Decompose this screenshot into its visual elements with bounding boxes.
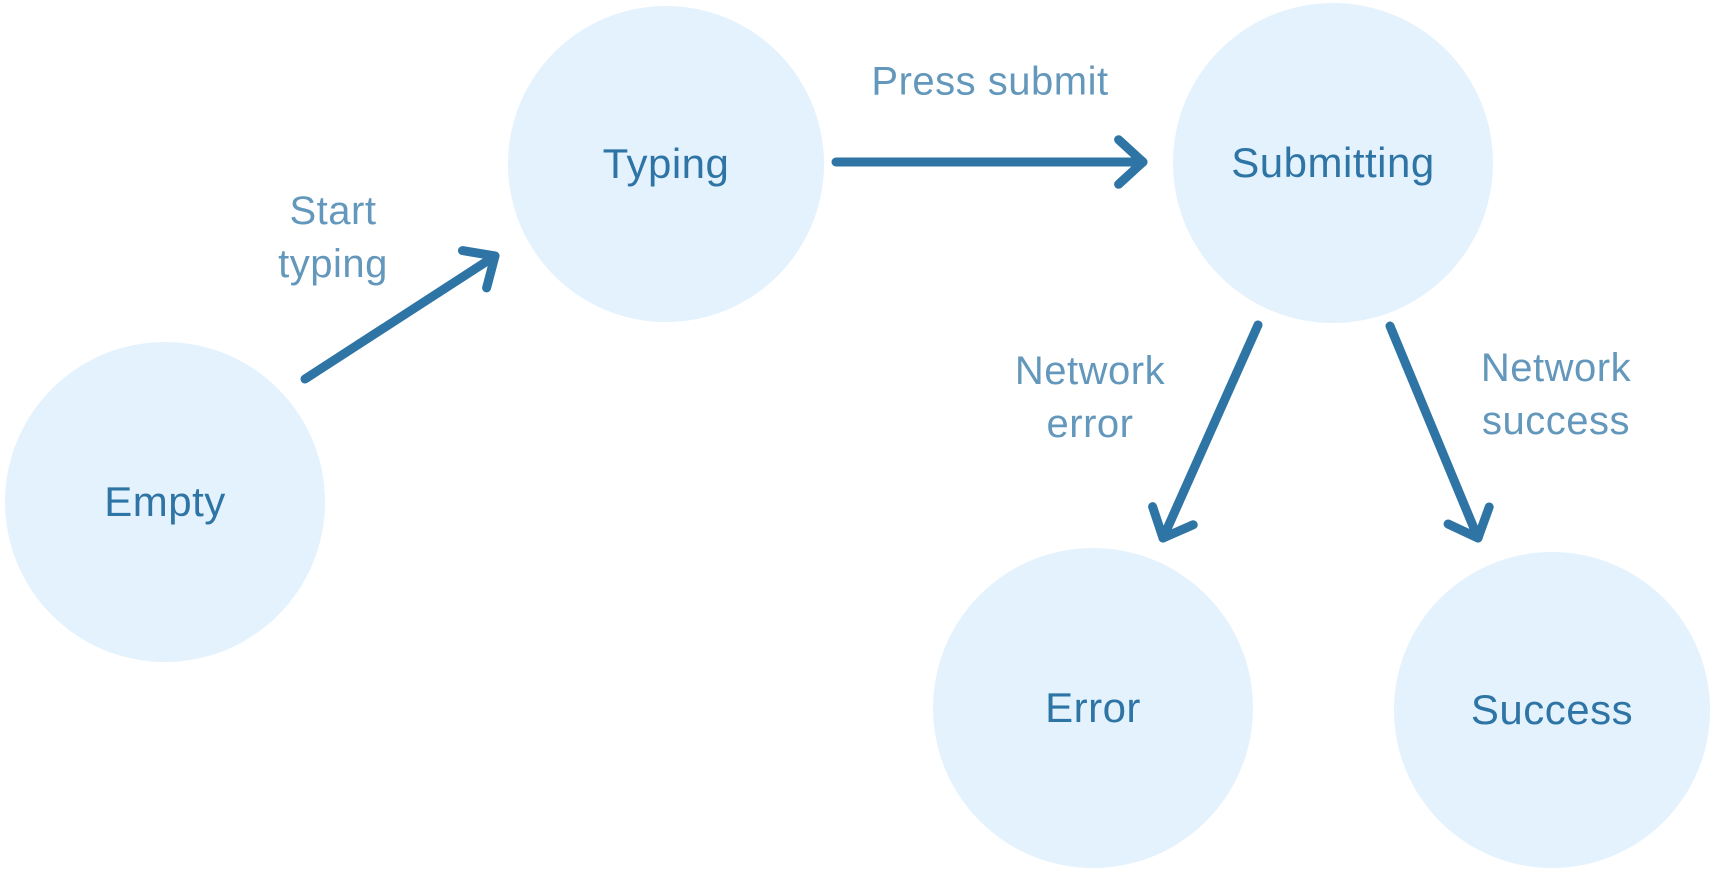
edge-label-line: Network xyxy=(1014,349,1166,393)
edge-arrow-network-success xyxy=(1385,321,1494,543)
state-node-typing: Typing xyxy=(508,6,824,322)
state-node-empty: Empty xyxy=(5,342,325,662)
edge-label-press-submit: Press submit xyxy=(871,56,1108,109)
edge-label-network-error: Network error xyxy=(1015,345,1165,451)
edge-label-network-success: Network success xyxy=(1481,342,1631,448)
state-node-success-label: Success xyxy=(1470,686,1634,733)
edge-label-line: Press submit xyxy=(871,59,1109,104)
state-node-success: Success xyxy=(1394,552,1710,868)
edge-label-line: typing xyxy=(278,242,388,286)
edge-label-line: Network xyxy=(1480,346,1632,390)
edge-label-line: Start xyxy=(289,189,377,233)
edge-label-start-typing: Start typing xyxy=(278,185,388,291)
state-node-typing-label: Typing xyxy=(602,140,730,187)
state-node-submitting-label: Submitting xyxy=(1231,139,1435,186)
state-node-error-label: Error xyxy=(1045,684,1141,731)
edge-label-line: error xyxy=(1046,402,1134,446)
state-node-submitting: Submitting xyxy=(1173,3,1493,323)
edge-label-line: success xyxy=(1481,399,1630,443)
state-node-error: Error xyxy=(933,548,1253,868)
edge-arrow-network-error xyxy=(1148,320,1263,543)
state-node-empty-label: Empty xyxy=(104,478,226,525)
edge-arrow-press-submit xyxy=(831,135,1148,189)
